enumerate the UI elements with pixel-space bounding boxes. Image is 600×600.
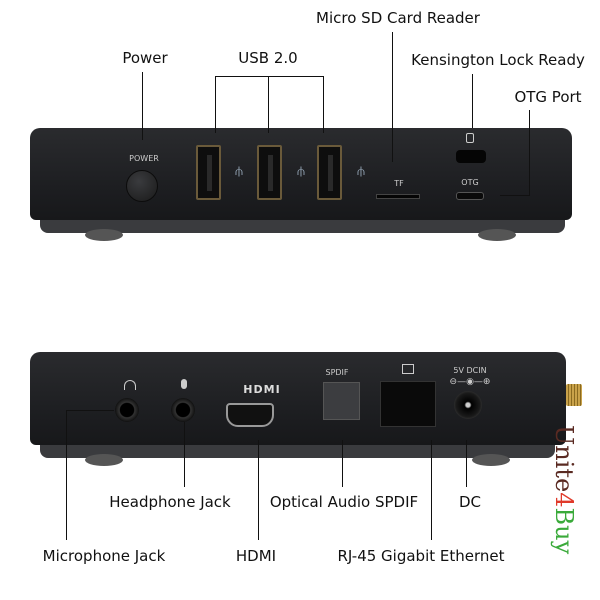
hdmi-logo-text: HDMI [243,383,281,396]
wifi-antenna-connector [566,384,582,406]
watermark-logo: Unite4Buy [550,425,578,554]
leader-line [500,195,530,196]
ethernet-port[interactable] [380,381,436,427]
leader-line [392,32,393,162]
label-usb: USB 2.0 [238,49,298,67]
power-text: POWER [129,154,159,163]
otg-port[interactable] [456,192,484,200]
otg-text: OTG [461,178,479,187]
label-kensington: Kensington Lock Ready [411,51,585,69]
label-ethernet: RJ-45 Gigabit Ethernet [337,547,505,565]
leader-line [529,110,530,196]
headphone-icon [124,380,136,390]
leader-line [466,440,467,487]
watermark-part2: 4 [550,492,578,508]
leader-line [215,76,216,133]
leader-line [323,76,324,133]
usb-port-3[interactable] [317,145,342,200]
leader-line [342,440,343,487]
tf-text: TF [394,179,404,188]
usb-icon: ⫛ [297,164,305,179]
leader-line [142,72,143,140]
headphone-jack[interactable] [115,398,139,422]
leader-line [268,76,269,133]
usb-port-2[interactable] [257,145,282,200]
usb-icon: ⫛ [235,164,243,179]
device-foot [478,229,516,241]
polarity-symbol: ⊖—◉—⊕ [449,377,491,387]
spdif-port[interactable] [323,382,360,420]
leader-line [215,76,324,77]
label-headphone-jack: Headphone Jack [109,493,231,511]
device-foot [472,454,510,466]
leader-line [431,440,432,540]
label-hdmi: HDMI [235,547,277,565]
usb-icon: ⫛ [357,164,365,179]
leader-line [472,74,473,128]
usb-port-1[interactable] [196,145,221,200]
label-otg: OTG Port [514,88,582,106]
device-foot [85,229,123,241]
leader-line [66,410,114,411]
power-button[interactable] [126,170,158,202]
micro-sd-slot[interactable] [376,194,420,199]
spdif-text: SPDIF [325,368,349,377]
device-foot [85,454,123,466]
lock-icon [466,133,474,143]
label-power: Power [122,49,168,67]
leader-line [184,422,185,487]
kensington-lock-slot[interactable] [456,150,486,163]
label-micro-sd: Micro SD Card Reader [316,9,480,27]
microphone-icon [181,379,187,389]
leader-line [258,440,259,540]
network-icon [402,364,414,374]
dcin-text: 5V DCIN [453,366,487,375]
watermark-part3: Buy [550,507,578,555]
device-top-body [30,128,572,220]
microphone-jack[interactable] [171,398,195,422]
hdmi-port[interactable] [226,403,274,427]
label-microphone-jack: Microphone Jack [42,547,166,565]
watermark-part1: Unite [550,425,578,493]
label-optical-spdif: Optical Audio SPDIF [269,493,419,511]
label-dc: DC [458,493,482,511]
leader-line [66,410,67,540]
dc-power-jack[interactable] [454,391,482,419]
